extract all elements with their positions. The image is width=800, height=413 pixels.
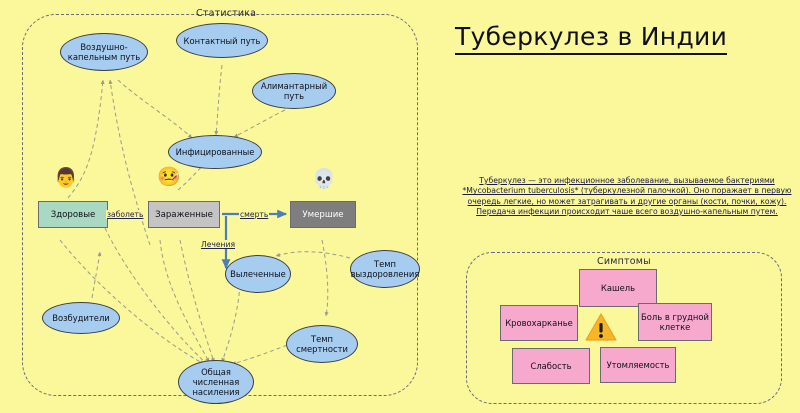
node-airborne-transmission[interactable]: Воздушно- капельным путь	[60, 33, 148, 71]
node-dead[interactable]: Умершие	[290, 201, 356, 228]
symptom-hemoptysis[interactable]: Кровохарканье	[500, 305, 578, 341]
healthy-person-icon: 👨	[54, 167, 78, 189]
skull-icon: 💀	[312, 168, 336, 190]
node-recovery-rate[interactable]: Темп выздоровления	[350, 250, 420, 288]
node-label: Умершие	[302, 209, 344, 220]
node-label: Общая численная насиления	[192, 367, 240, 397]
node-mortality-rate[interactable]: Темп смертности	[286, 325, 358, 363]
sick-face-icon: 🤒	[157, 166, 181, 188]
node-label: Воздушно- капельным путь	[67, 42, 141, 62]
symptom-label: Боль в грудной клетке	[641, 312, 709, 332]
disease-description: Туберкулез — это инфекционное заболевани…	[462, 176, 792, 216]
node-healthy[interactable]: Здоровые	[38, 201, 108, 228]
node-alimentary-transmission[interactable]: Алимантарный путь	[252, 73, 336, 109]
node-infected-ellipse[interactable]: Инфицированные	[168, 135, 262, 169]
node-cured[interactable]: Вылеченные	[225, 255, 291, 293]
edge-label-death: смерть	[239, 210, 270, 219]
symptom-cough[interactable]: Кашель	[579, 269, 657, 307]
node-label: Контактный путь	[183, 35, 261, 46]
statistics-container-label: Статистика	[196, 8, 257, 19]
node-label: Темп выздоровления	[350, 259, 420, 279]
edge-label-fall-ill: заболеть	[106, 210, 145, 219]
node-total-population[interactable]: Общая численная насиления	[178, 360, 254, 404]
node-label: Вылеченные	[230, 269, 286, 279]
symptom-label: Слабость	[530, 361, 572, 371]
node-label: Алимантарный путь	[260, 81, 328, 101]
node-label: Здоровые	[50, 209, 96, 220]
node-label: Инфицированные	[175, 147, 255, 157]
symptom-label: Кашель	[600, 283, 636, 293]
node-contact-transmission[interactable]: Контактный путь	[176, 23, 268, 58]
symptom-label: Утомляемость	[606, 360, 670, 370]
node-infected[interactable]: Зараженные	[148, 201, 220, 228]
symptoms-container	[466, 252, 782, 404]
page-title: Туберкулез в Индии	[455, 22, 728, 55]
node-label: Возбудители	[52, 313, 110, 323]
symptom-chest-pain[interactable]: Боль в грудной клетке	[638, 303, 712, 341]
symptoms-container-label: Симптомы	[597, 256, 651, 267]
symptom-label: Кровохарканье	[505, 318, 573, 328]
node-label: Зараженные	[155, 209, 213, 220]
node-pathogens[interactable]: Возбудители	[42, 302, 120, 334]
symptom-weakness[interactable]: Слабость	[512, 348, 590, 384]
node-label: Темп смертности	[296, 334, 348, 354]
symptom-fatigue[interactable]: Утомляемость	[600, 347, 676, 383]
edge-label-treatment: Лечения	[200, 240, 237, 249]
warning-triangle-icon	[585, 313, 617, 341]
